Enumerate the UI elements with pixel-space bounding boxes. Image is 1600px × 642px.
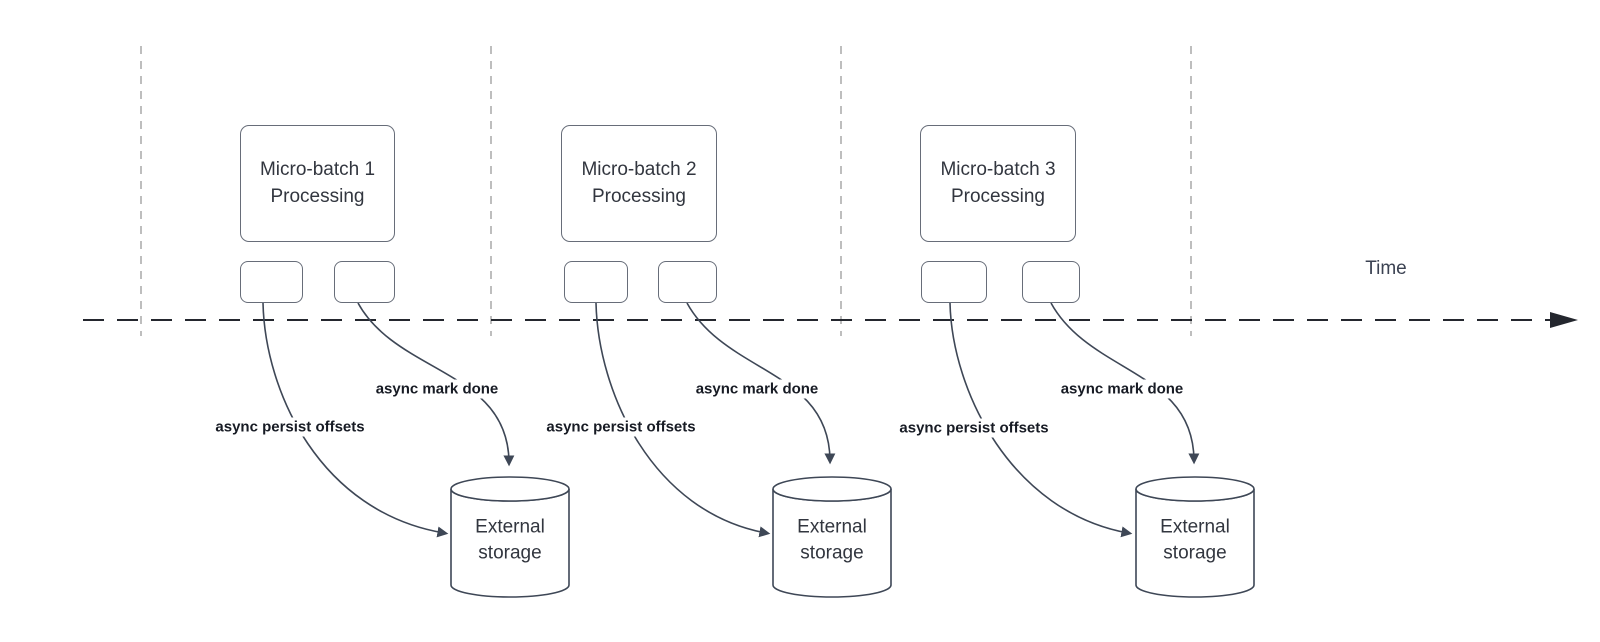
storage-label-1: External storage — [475, 516, 545, 563]
microbatch-3-box: Micro-batch 3 Processing — [920, 125, 1076, 242]
microbatch-3-title: Micro-batch 3 Processing — [940, 158, 1056, 207]
microbatch-1-port-persist — [240, 261, 303, 303]
storage-cylinder-1 — [450, 476, 570, 598]
mark-done-label-2: async mark done — [692, 379, 822, 399]
microbatch-1-port-done — [334, 261, 395, 303]
mark-done-label-3: async mark done — [1057, 379, 1187, 399]
time-label: Time — [1365, 258, 1407, 279]
microbatch-2-box: Micro-batch 2 Processing — [561, 125, 717, 242]
persist-offsets-arrow-3 — [949, 302, 1133, 538]
persist-offsets-label-1: async persist offsets — [212, 417, 368, 437]
microbatch-2-title: Micro-batch 2 Processing — [581, 158, 697, 207]
mark-done-arrow-2 — [686, 302, 836, 465]
storage-label-3: External storage — [1160, 516, 1230, 563]
mark-done-label-1: async mark done — [372, 379, 502, 399]
persist-offsets-label-3: async persist offsets — [896, 418, 1052, 438]
storage-cylinder-3 — [1135, 476, 1255, 598]
time-axis-arrowhead-icon — [1550, 312, 1578, 328]
microbatch-3-port-persist — [921, 261, 987, 303]
persist-offsets-arrow-2 — [595, 302, 771, 538]
mark-done-arrow-3 — [1050, 302, 1200, 465]
microbatch-2-port-done — [658, 261, 717, 303]
microbatch-2-port-persist — [564, 261, 628, 303]
microbatch-1-box: Micro-batch 1 Processing — [240, 125, 395, 242]
microbatch-1-title: Micro-batch 1 Processing — [259, 158, 376, 207]
storage-cylinder-2 — [772, 476, 892, 598]
storage-label-2: External storage — [797, 516, 867, 563]
persist-offsets-label-2: async persist offsets — [543, 417, 699, 437]
mark-done-arrow-1 — [357, 302, 515, 467]
microbatch-3-port-done — [1022, 261, 1080, 303]
persist-offsets-arrow-1 — [262, 302, 449, 538]
